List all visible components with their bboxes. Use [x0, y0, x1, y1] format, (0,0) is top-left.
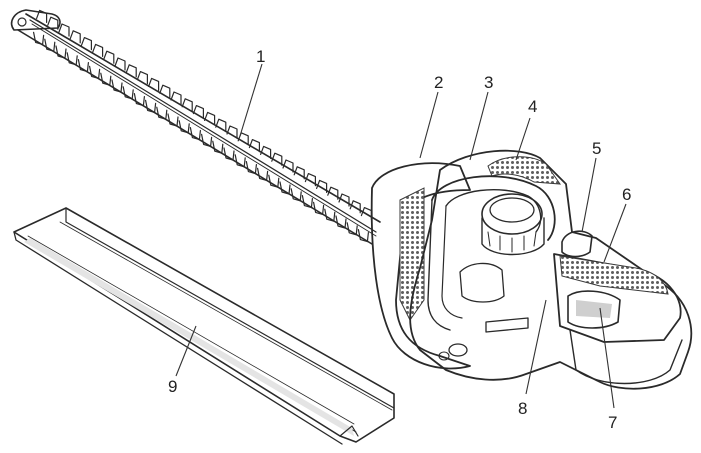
callout-1: 1 [256, 47, 265, 66]
leader-6 [603, 203, 627, 263]
blade-tooth-upper [282, 159, 294, 173]
blade-tooth-upper [58, 23, 70, 37]
leader-4 [515, 117, 531, 161]
blade-tooth-lower [245, 161, 257, 175]
blade-bar [10, 9, 381, 245]
blade-tooth-lower [89, 65, 101, 79]
blade-tooth-lower [178, 120, 190, 134]
blade-tooth-upper [293, 166, 305, 180]
blade-tooth-lower [201, 133, 213, 147]
blade-tooth-upper [170, 91, 182, 105]
blade-tooth-upper [338, 193, 350, 207]
blade-tooth-lower [324, 208, 336, 222]
callout-3: 3 [484, 73, 493, 92]
blade-tooth-lower [145, 99, 157, 113]
blade-tooth-lower [279, 181, 291, 195]
blade-tooth-lower [133, 93, 145, 107]
blade-tooth-upper [148, 77, 160, 91]
callout-5: 5 [592, 139, 601, 158]
blade-tooth-upper [237, 132, 249, 146]
leader-7 [599, 307, 615, 409]
trimmer-body [370, 149, 693, 390]
callout-9: 9 [168, 377, 177, 396]
blade-tooth-lower [156, 106, 168, 120]
blade-tooth-upper [159, 84, 171, 98]
blade-tooth-lower [55, 45, 67, 59]
blade-tooth-lower [212, 140, 224, 154]
blade-tooth-lower [66, 52, 78, 66]
blade-tooth-lower [33, 31, 45, 45]
blade-tooth-lower [100, 72, 112, 86]
blade-tooth-lower [313, 201, 325, 215]
callout-2: 2 [434, 73, 443, 92]
blade-tooth-upper [103, 50, 115, 64]
blade-tooth-upper [204, 111, 216, 125]
blade-cover [13, 207, 395, 445]
blade-tooth-lower [301, 195, 313, 209]
blade-tooth-upper [215, 118, 227, 132]
callout-7: 7 [608, 413, 617, 432]
blade-tooth-upper [260, 145, 272, 159]
callout-6: 6 [622, 185, 631, 204]
leader-3 [469, 91, 489, 161]
callout-8: 8 [518, 399, 527, 418]
blade-tooth-upper [226, 125, 238, 139]
blade-tooth-upper [36, 9, 48, 23]
blade-tooth-lower [234, 154, 246, 168]
blade-tooth-lower [268, 174, 280, 188]
blade-tooth-lower [257, 167, 269, 181]
leader-1 [239, 63, 263, 137]
blade-tooth-upper [316, 179, 328, 193]
blade-tooth-lower [335, 215, 347, 229]
blade-tooth-lower [290, 188, 302, 202]
callout-4: 4 [528, 97, 537, 116]
leader-9 [175, 325, 197, 377]
leader-5 [581, 157, 597, 233]
blade-tooth-upper [304, 173, 316, 187]
blade-tooth-lower [44, 38, 56, 52]
leader-8 [525, 299, 547, 395]
blade-tooth-upper [92, 43, 104, 57]
blade-tooth-upper [69, 30, 81, 44]
blade-tooth-lower [357, 229, 369, 243]
blade-tooth-upper [114, 57, 126, 71]
blade-tooth-lower [189, 127, 201, 141]
blade-teeth [33, 9, 372, 243]
blade-tooth-upper [125, 64, 137, 78]
leader-2 [419, 91, 439, 159]
blade-tooth-upper [80, 37, 92, 51]
leader-lines [175, 63, 627, 409]
blade-tooth-lower [223, 147, 235, 161]
blade-tooth-upper [271, 152, 283, 166]
blade-tooth-upper [192, 105, 204, 119]
blade-tooth-upper [47, 16, 59, 30]
blade-tooth-lower [167, 113, 179, 127]
blade-tooth-upper [181, 98, 193, 112]
blade-tooth-lower [111, 79, 123, 93]
blade-tooth-upper [349, 200, 361, 214]
blade-tooth-lower [77, 59, 89, 73]
blade-tooth-upper [136, 71, 148, 85]
blade-tooth-upper [327, 186, 339, 200]
blade-tooth-upper [248, 139, 260, 153]
callout-labels: 1 2 3 4 5 6 7 8 9 [168, 47, 631, 432]
blade-tooth-lower [346, 222, 358, 236]
blade-tooth-lower [122, 86, 134, 100]
